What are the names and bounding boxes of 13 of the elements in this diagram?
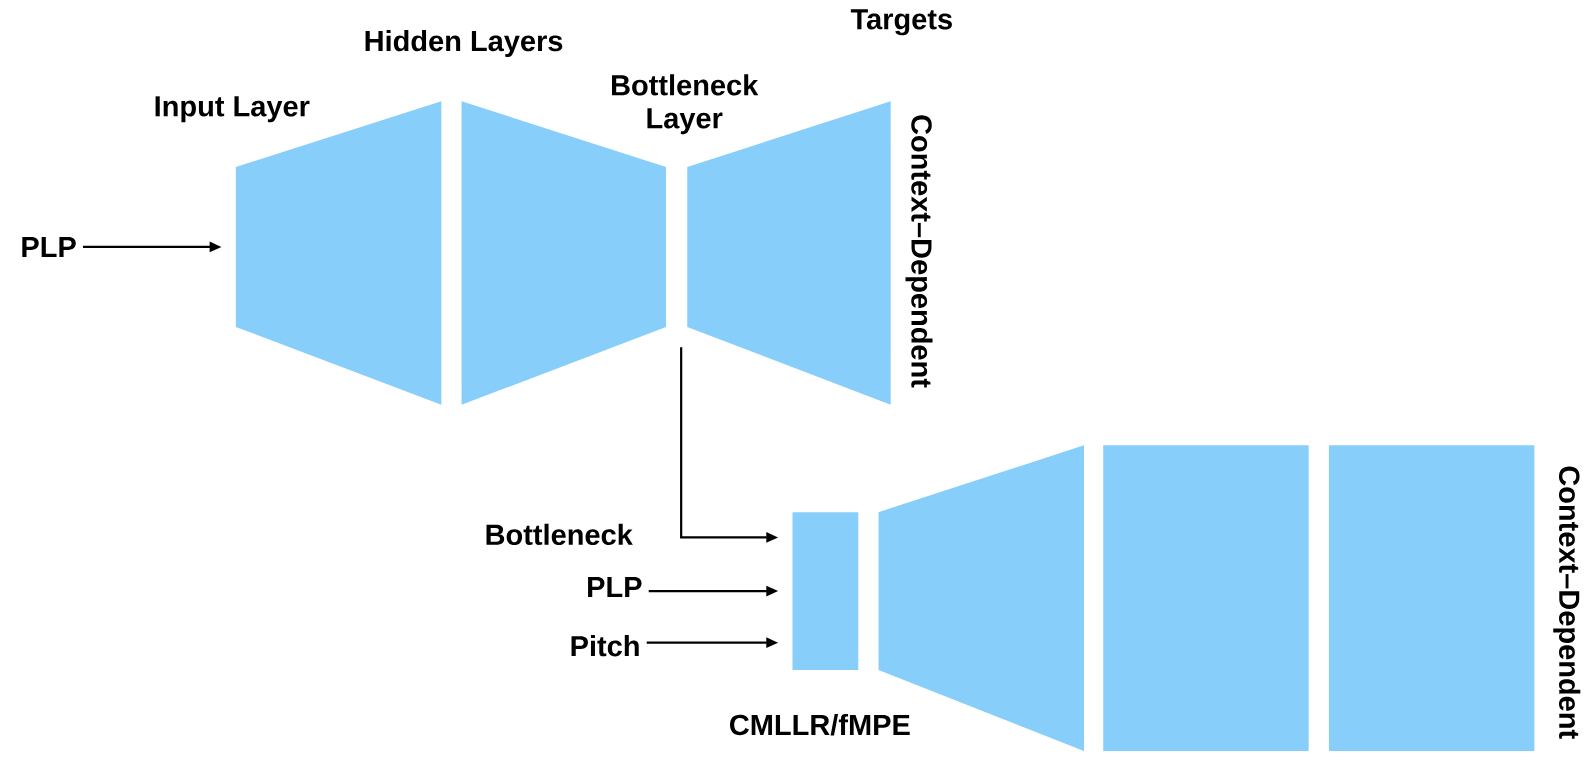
layer-block [1103,445,1309,751]
heading-label: Input Layer [155,96,310,123]
input-label: PLP [588,576,642,597]
heading-label: CMLLR/fMPE [730,713,910,736]
heading-label: Targets [850,9,952,36]
heading-label: Context–Dependent [905,115,933,388]
heading-label: Bottleneck [486,523,633,545]
heading-label: Bottleneck Layer [612,74,759,135]
heading-label: Hidden Layers [365,29,563,57]
input-label: PLP [22,236,76,257]
input-label: Pitch [571,635,639,657]
layer-block [792,512,859,670]
layer-block [1328,445,1535,751]
